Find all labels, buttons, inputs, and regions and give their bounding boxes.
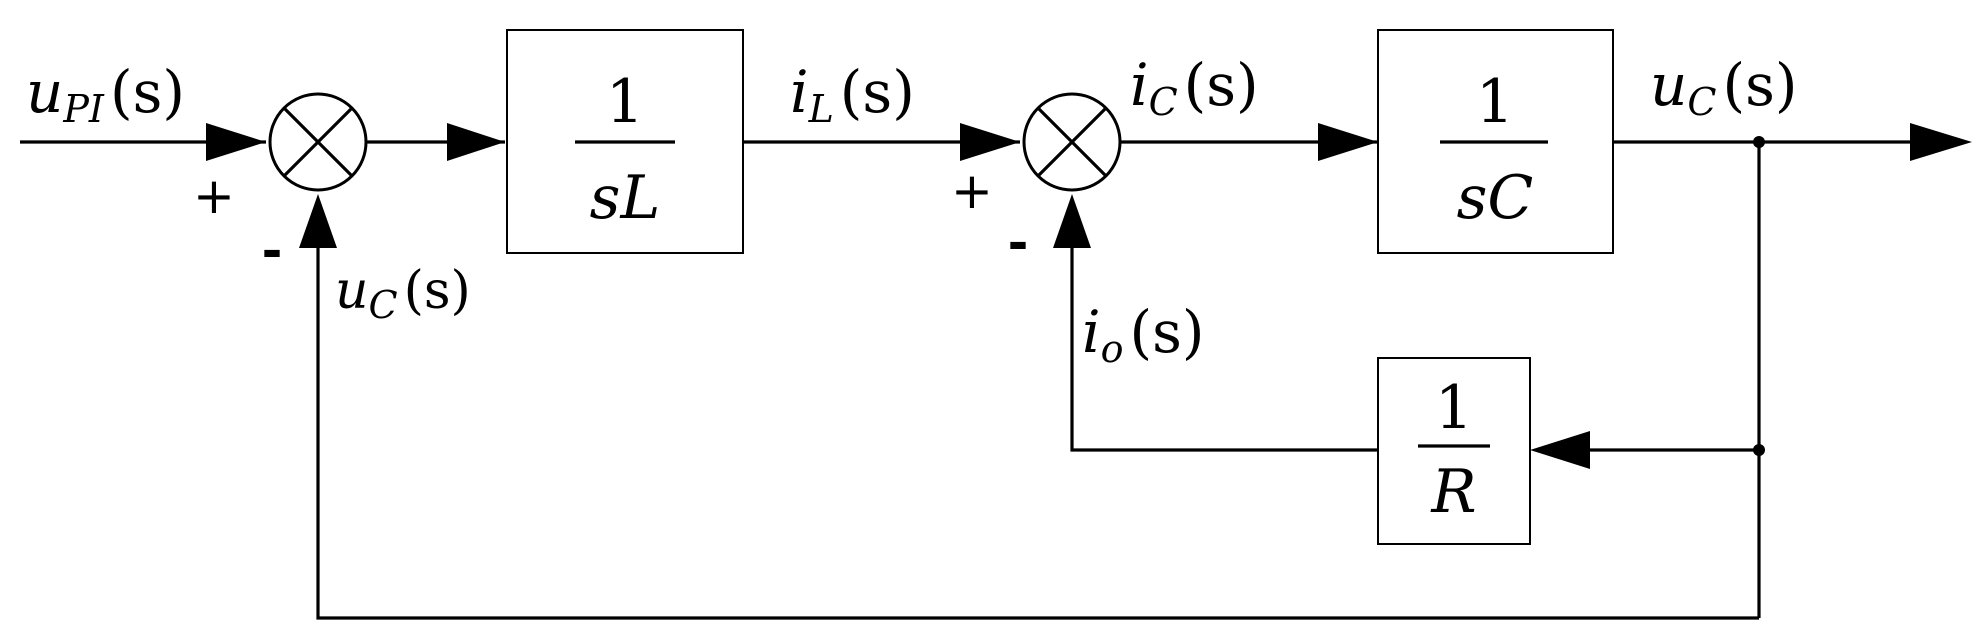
arrow-into-sum1 [206, 123, 266, 161]
branch-point-output [1753, 136, 1765, 148]
label-i-l: iL(s) [790, 58, 915, 131]
resistor-denominator: R [1430, 457, 1476, 527]
main-feedback-wire [316, 242, 1759, 620]
capacitor-denominator: sC [1457, 163, 1534, 233]
resistor-block: 1 R [1377, 357, 1531, 545]
arrow-into-capacitor [1318, 123, 1378, 161]
label-u-pi: uPI(s) [26, 58, 185, 131]
label-u-c-output: uC(s) [1650, 51, 1797, 124]
resistor-block-frame [1377, 357, 1531, 545]
label-i-o: io(s) [1082, 298, 1204, 371]
sum2-plus-sign: + [951, 162, 993, 220]
sum2-minus-sign: - [1008, 214, 1029, 272]
sum2-cross-b [1036, 106, 1108, 178]
resistor-output-wire [1070, 242, 1378, 452]
sum1-minus-sign: - [262, 222, 283, 280]
branch-point-resistor [1753, 444, 1765, 456]
capacitor-block: 1 sC [1377, 29, 1614, 254]
arrow-feedback-into-sum1 [299, 194, 337, 248]
summing-junction-1: + - [193, 92, 368, 280]
summing-junction-2: + - [951, 92, 1122, 272]
resistor-numerator: 1 [1435, 373, 1473, 443]
arrow-into-inductor [447, 123, 505, 161]
inductor-block: 1 sL [506, 29, 744, 254]
inductor-numerator: 1 [606, 67, 644, 137]
label-i-c: iC(s) [1130, 51, 1259, 124]
label-u-c-feedback: uC(s) [335, 261, 471, 327]
arrow-into-resistor [1530, 431, 1590, 469]
sum1-plus-sign: + [193, 167, 235, 225]
arrow-into-sum2 [960, 123, 1020, 161]
sum1-cross-b [282, 106, 354, 178]
arrow-feedback-into-sum2 [1053, 194, 1091, 248]
inductor-denominator: sL [590, 163, 661, 233]
arrow-output [1910, 123, 1972, 161]
capacitor-numerator: 1 [1476, 67, 1514, 137]
